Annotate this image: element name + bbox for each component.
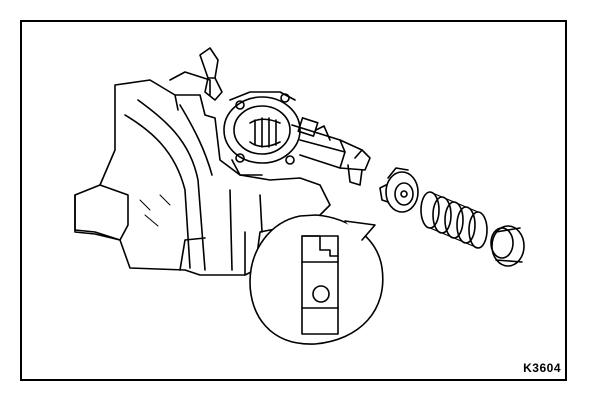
coil-spring-icon — [420, 191, 488, 249]
selector-shaft-icon — [291, 117, 371, 186]
spring-cup-icon — [490, 225, 525, 267]
figure-reference-code: K3604 — [523, 361, 561, 375]
magnified-detail-callout-icon — [249, 214, 384, 345]
slotted-collar-icon — [379, 167, 419, 213]
engine-block-housing-icon — [74, 47, 331, 276]
